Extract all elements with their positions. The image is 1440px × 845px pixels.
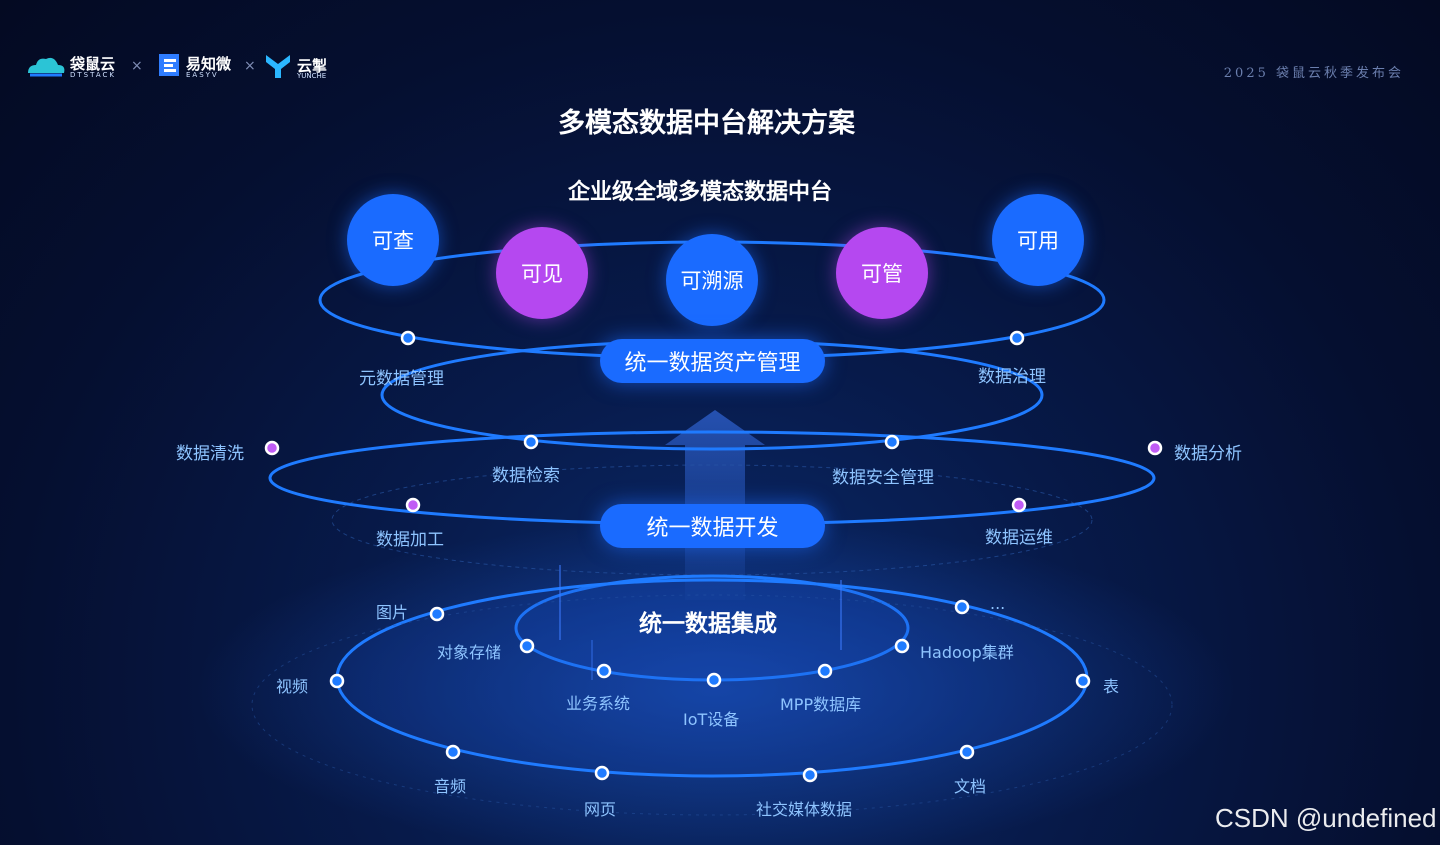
dev-item: 数据清洗 bbox=[176, 439, 244, 464]
layer-dev-title: 统一数据开发 bbox=[600, 504, 825, 548]
connector-dot bbox=[266, 442, 278, 454]
integration-outer-item: 图片 bbox=[376, 599, 408, 623]
integration-inner-item: MPP数据库 bbox=[780, 691, 861, 715]
integration-outer-item: 音频 bbox=[434, 773, 466, 797]
connector-dot bbox=[886, 436, 898, 448]
csdn-watermark: CSDN @undefined bbox=[1215, 803, 1437, 834]
value-bubble: 可用 bbox=[992, 194, 1084, 286]
connector-dot bbox=[956, 601, 968, 613]
layer-dev-title-text: 统一数据开发 bbox=[646, 510, 778, 542]
connector-dot bbox=[819, 665, 831, 677]
connector-dot bbox=[1011, 332, 1023, 344]
value-bubble-label: 可查 bbox=[372, 225, 414, 255]
integration-inner-item: Hadoop集群 bbox=[920, 639, 1014, 663]
connector-dot bbox=[407, 499, 419, 511]
value-bubble-label: 可溯源 bbox=[681, 265, 744, 295]
layer-asset-title: 统一数据资产管理 bbox=[600, 339, 825, 383]
connector-dot bbox=[521, 640, 533, 652]
asset-item: 数据安全管理 bbox=[832, 463, 934, 488]
connector-dot bbox=[598, 665, 610, 677]
cloud-logo-icon bbox=[24, 53, 66, 79]
page-title: 多模态数据中台解决方案 bbox=[558, 101, 855, 140]
layer-asset-title-text: 统一数据资产管理 bbox=[624, 345, 800, 377]
dev-item: 数据加工 bbox=[376, 525, 444, 550]
value-bubble: 可管 bbox=[836, 227, 928, 319]
dev-item: 数据运维 bbox=[985, 523, 1053, 548]
value-bubble: 可溯源 bbox=[666, 234, 758, 326]
connector-dot bbox=[525, 436, 537, 448]
asset-item: 元数据管理 bbox=[359, 364, 444, 389]
integration-outer-item: 网页 bbox=[584, 796, 616, 820]
value-bubble: 可见 bbox=[496, 227, 588, 319]
asset-item: 数据治理 bbox=[978, 362, 1046, 387]
connector-dot bbox=[1149, 442, 1161, 454]
connector-dot bbox=[596, 767, 608, 779]
connector-dot bbox=[1013, 499, 1025, 511]
logo-sub-dtstack: DTSTACK bbox=[70, 71, 116, 79]
connector-dot bbox=[896, 640, 908, 652]
integration-outer-item: ... bbox=[990, 594, 1005, 613]
connector-dot bbox=[431, 608, 443, 620]
layer-integration-title: 统一数据集成 bbox=[639, 604, 777, 638]
connector-dot bbox=[804, 769, 816, 781]
integration-inner-item: IoT设备 bbox=[683, 706, 739, 730]
connector-dot bbox=[447, 746, 459, 758]
logo-sub-yunche: YUNCHE bbox=[297, 72, 326, 80]
logo-separator: × bbox=[244, 58, 256, 74]
dev-item: 数据分析 bbox=[1174, 439, 1242, 464]
connector-dot bbox=[402, 332, 414, 344]
easyv-logo-icon bbox=[158, 53, 180, 77]
value-bubble: 可查 bbox=[347, 194, 439, 286]
integration-inner-item: 对象存储 bbox=[437, 639, 501, 663]
integration-outer-item: 表 bbox=[1103, 673, 1119, 697]
integration-outer-item: 文档 bbox=[954, 773, 986, 797]
connector-dot bbox=[1077, 675, 1089, 687]
integration-inner-item: 业务系统 bbox=[566, 690, 630, 714]
connector-dot bbox=[961, 746, 973, 758]
integration-outer-item: 视频 bbox=[276, 673, 308, 697]
yunche-logo-icon bbox=[264, 52, 292, 80]
logo-separator: × bbox=[131, 58, 143, 74]
asset-item: 数据检索 bbox=[492, 461, 560, 486]
integration-outer-item: 社交媒体数据 bbox=[756, 796, 852, 820]
value-bubble-label: 可用 bbox=[1017, 225, 1059, 255]
connector-dot bbox=[708, 674, 720, 686]
page-subtitle: 企业级全域多模态数据中台 bbox=[568, 174, 832, 206]
event-name: 2025 袋鼠云秋季发布会 bbox=[1224, 62, 1404, 81]
logo-sub-easyv: EASYV bbox=[186, 71, 219, 79]
value-bubble-label: 可见 bbox=[521, 258, 563, 288]
value-bubble-label: 可管 bbox=[861, 258, 903, 288]
connector-dot bbox=[331, 675, 343, 687]
